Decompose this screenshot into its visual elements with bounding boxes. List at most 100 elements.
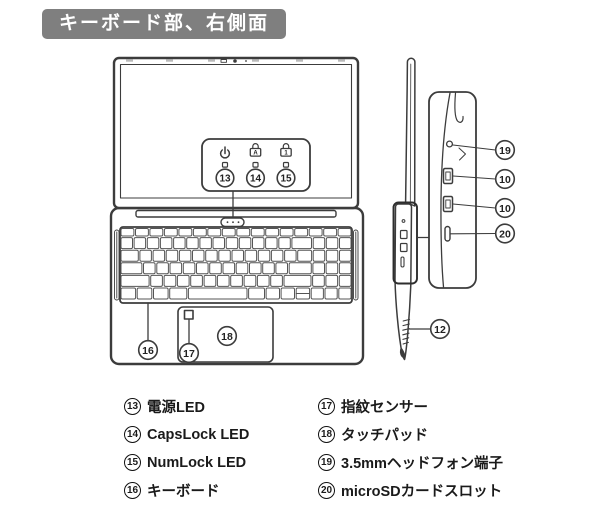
keyboard-key [190,274,203,287]
keyboard-key [231,249,244,262]
legend-right-column: 17 指紋センサー 18 タッチパッド 19 3.5mmヘッドフォン端子 20 … [318,398,503,510]
keyboard-key [209,262,222,275]
microsd-slot [444,225,451,242]
svg-text:15: 15 [280,174,292,185]
keyboard-key [297,249,313,262]
keyboard-key [270,249,284,262]
bezel-screw-marks [126,59,345,62]
keyboard-key [143,262,156,275]
side-vent [402,318,411,345]
svg-text:A: A [253,151,258,157]
callout-17: 17 [178,318,200,364]
keyboard-key [146,237,160,250]
callout-10-upper: 10 [452,168,516,190]
legend-label: キーボード [147,484,220,500]
keyboard-key [120,237,133,250]
keyboard-key [262,262,275,275]
keyboard-key [192,228,207,237]
keyboard-key [136,287,153,300]
magnified-edge-line [440,92,451,288]
svg-text:12: 12 [434,324,446,336]
legend-label: 3.5mmヘッドフォン端子 [341,456,503,472]
keyboard-key [243,274,257,287]
legend-label: タッチパッド [341,428,428,444]
led-strip [220,217,245,228]
keyboard-key [249,262,262,275]
keyboard-key [218,249,231,262]
keyboard-key [203,274,217,287]
callout-16: 16 [137,302,159,361]
keyboard-key [284,249,297,262]
hinge-cover [135,209,337,218]
keyboard-key [250,228,265,237]
svg-text:19: 19 [499,145,511,157]
display-screen [119,63,353,199]
keyboard-key [325,249,339,262]
keyboard-key [176,274,190,287]
side-base [394,203,413,361]
keyboard-key [120,274,150,287]
keyboard-key [207,228,222,237]
keyboard-key [265,287,281,300]
keyboard-key [288,262,312,275]
indicator-panel: A 1 [201,138,311,219]
legend-num-badge: 14 [124,426,141,443]
legend-label: CapsLock LED [147,426,250,443]
keyboard-key [163,274,177,287]
keyboard-key [169,262,183,275]
keyboard-key [275,262,288,275]
laptop-side-view: 19 10 10 20 [392,57,516,361]
callout-13: 13 [215,168,235,188]
keyboard-key [337,228,352,237]
keyboard-key [186,237,199,250]
keyboard-key [173,237,186,250]
keyboard-key [178,249,192,262]
keyboard-key [325,237,339,250]
keyboard-key [339,249,352,262]
side-ports-small [399,219,408,268]
keyboard-key [149,228,164,237]
keyboard-key [165,249,179,262]
keyboard-key [312,249,326,262]
capslock-lock-icon: A [249,143,262,157]
keyboard-key [230,274,243,287]
svg-text:16: 16 [142,345,154,357]
legend-num-badge: 13 [124,398,141,415]
keyboard-key [235,262,249,275]
svg-text:18: 18 [221,331,233,343]
keyboard-key [182,262,196,275]
keyboard-key [257,249,271,262]
callout-10-lower: 10 [452,197,516,219]
keyboard-key [236,228,251,237]
keyboard-key [192,249,205,262]
svg-text:14: 14 [250,174,262,185]
keyboard-key [139,249,152,262]
callout-14: 14 [245,168,266,188]
legend-left-column: 13 電源LED 14 CapsLock LED 15 NumLock LED … [124,398,249,510]
led-indicators [221,161,290,168]
lid-bottom-hook [454,92,464,123]
keyboard-key [324,287,338,300]
legend-item: 20 microSDカードスロット [318,482,503,500]
keyboard-key [310,287,324,300]
keyboard-key [153,287,169,300]
keyboard-key [196,262,209,275]
keyboard-key [325,262,339,275]
svg-text:17: 17 [183,348,195,360]
headphone-jack [445,140,454,148]
svg-text:10: 10 [499,174,511,186]
legend-num-badge: 15 [124,454,141,471]
callout-18: 18 [216,325,238,347]
speaker-grille-right [353,229,359,301]
legend-num-badge: 18 [318,426,335,443]
keyboard-key [256,274,270,287]
keyboard-key [135,228,149,237]
keyboard-key [294,228,309,237]
side-lid-inner-line [409,63,412,204]
svg-text:13: 13 [219,174,231,185]
keyboard-key [163,228,178,237]
zoom-region-box [392,201,418,285]
keyboard-key [120,287,137,300]
keyboard-key [265,228,280,237]
